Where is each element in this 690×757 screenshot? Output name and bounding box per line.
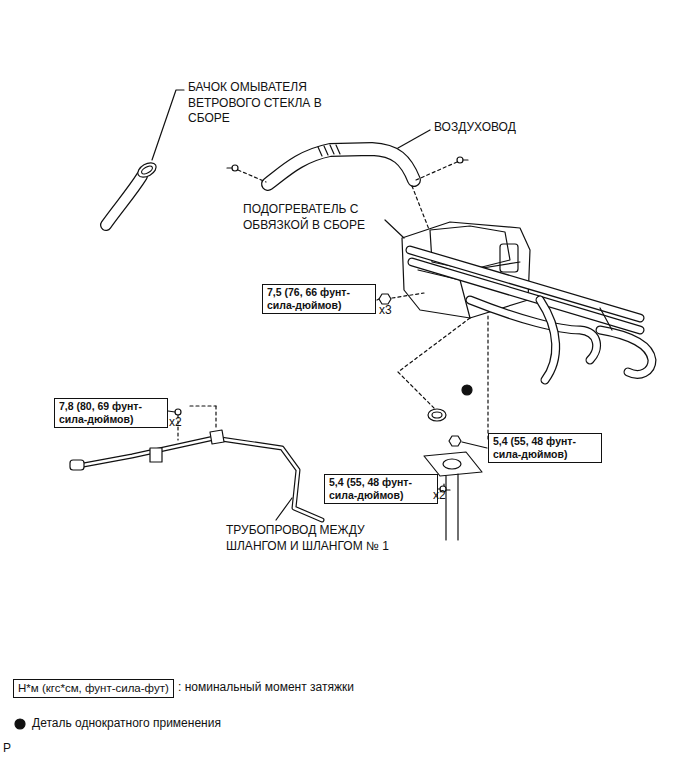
torque-spec-box: 7,8 (80, 69 фунт-сила-дюймов) bbox=[54, 398, 168, 428]
torque-spec-box: 7,5 (76, 66 фунт-сила-дюймов) bbox=[262, 284, 376, 314]
clip bbox=[457, 157, 463, 163]
dashed-line bbox=[190, 405, 216, 406]
water-pipe-inner bbox=[78, 438, 322, 520]
legend-text: Деталь однократного применения bbox=[32, 716, 221, 732]
hose bbox=[470, 300, 597, 360]
torque-value: Н*м (кгс*см, фунт-сила-фут) bbox=[18, 681, 169, 696]
dashed-line bbox=[416, 162, 457, 180]
washer-hose bbox=[106, 176, 142, 225]
washer-hose-inner bbox=[106, 176, 142, 225]
bracket bbox=[210, 430, 224, 444]
air-duct bbox=[268, 149, 414, 184]
torque-value: 7,5 (76, 66 фунт-сила-дюймов) bbox=[267, 286, 371, 312]
washer-neck-inner bbox=[140, 164, 153, 175]
torque-value: 5,4 (55, 48 фунт-сила-дюймов) bbox=[493, 435, 597, 461]
torque-value: 7,8 (80, 69 фунт-сила-дюймов) bbox=[59, 400, 163, 426]
page-mark: P bbox=[3, 741, 11, 757]
leader-line bbox=[152, 90, 184, 160]
leader-line bbox=[377, 299, 379, 300]
clip bbox=[463, 159, 468, 160]
hose bbox=[540, 300, 556, 380]
one-time-part-mark bbox=[462, 385, 472, 395]
duct-ribs bbox=[318, 145, 340, 156]
hose bbox=[600, 330, 652, 374]
nut bbox=[379, 294, 391, 304]
dashed-line bbox=[412, 186, 430, 232]
hose-end bbox=[70, 460, 84, 470]
heater-detail bbox=[500, 244, 518, 272]
quantity: x3 bbox=[379, 303, 392, 319]
hose-inner bbox=[540, 300, 556, 380]
leader-line bbox=[168, 411, 175, 412]
water-pipe bbox=[78, 438, 322, 520]
dashed-line bbox=[487, 316, 488, 440]
dashed-line bbox=[398, 318, 470, 372]
flange-hole bbox=[443, 459, 461, 469]
part-name: ВОЗДУХОВОД bbox=[434, 120, 516, 136]
hose-inner bbox=[470, 300, 597, 360]
torque-spec-box: 5,4 (55, 48 фунт-сила-дюймов) bbox=[488, 433, 602, 463]
dashed-line bbox=[215, 406, 216, 430]
torque-value: 5,4 (55, 48 фунт-сила-дюймов) bbox=[329, 476, 433, 502]
hose-inner bbox=[600, 330, 652, 374]
clamp bbox=[150, 448, 162, 462]
legend-torque-box: Н*м (кгс*см, фунт-сила-фут) bbox=[13, 679, 174, 698]
dashed-line bbox=[398, 372, 436, 410]
washer-neck bbox=[135, 160, 158, 180]
quantity: x2 bbox=[433, 488, 446, 504]
air-duct-inner bbox=[268, 149, 414, 184]
exhaust-pipe bbox=[446, 474, 458, 540]
leader-line bbox=[462, 442, 487, 448]
leader-line bbox=[385, 220, 404, 238]
dashed-line bbox=[238, 170, 266, 182]
one-time-part-mark bbox=[15, 719, 25, 729]
leader-line bbox=[398, 130, 430, 148]
torque-spec-box: 5,4 (55, 48 фунт-сила-дюймов) bbox=[324, 474, 438, 504]
part-name: ПОДОГРЕВАТЕЛЬ С ОБВЯЗКОЙ В СБОРЕ bbox=[243, 202, 388, 233]
part-name: БАЧОК ОМЫВАТЕЛЯ ВЕТРОВОГО СТЕКЛА В СБОРЕ bbox=[188, 80, 348, 127]
quantity: x2 bbox=[169, 415, 182, 431]
hose-wire bbox=[600, 308, 612, 330]
gasket-inner bbox=[432, 412, 442, 418]
legend-text: : номинальный момент затяжки bbox=[178, 680, 354, 696]
gasket bbox=[428, 409, 446, 421]
bolt bbox=[175, 409, 181, 415]
clip bbox=[232, 165, 238, 171]
clip bbox=[227, 167, 232, 168]
nut bbox=[449, 436, 461, 446]
flange bbox=[424, 452, 482, 476]
dashed-line bbox=[392, 293, 424, 298]
leader-line bbox=[276, 498, 292, 520]
part-name: ТРУБОПРОВОД МЕЖДУ ШЛАНГОМ И ШЛАНГОМ № 1 bbox=[226, 523, 411, 554]
